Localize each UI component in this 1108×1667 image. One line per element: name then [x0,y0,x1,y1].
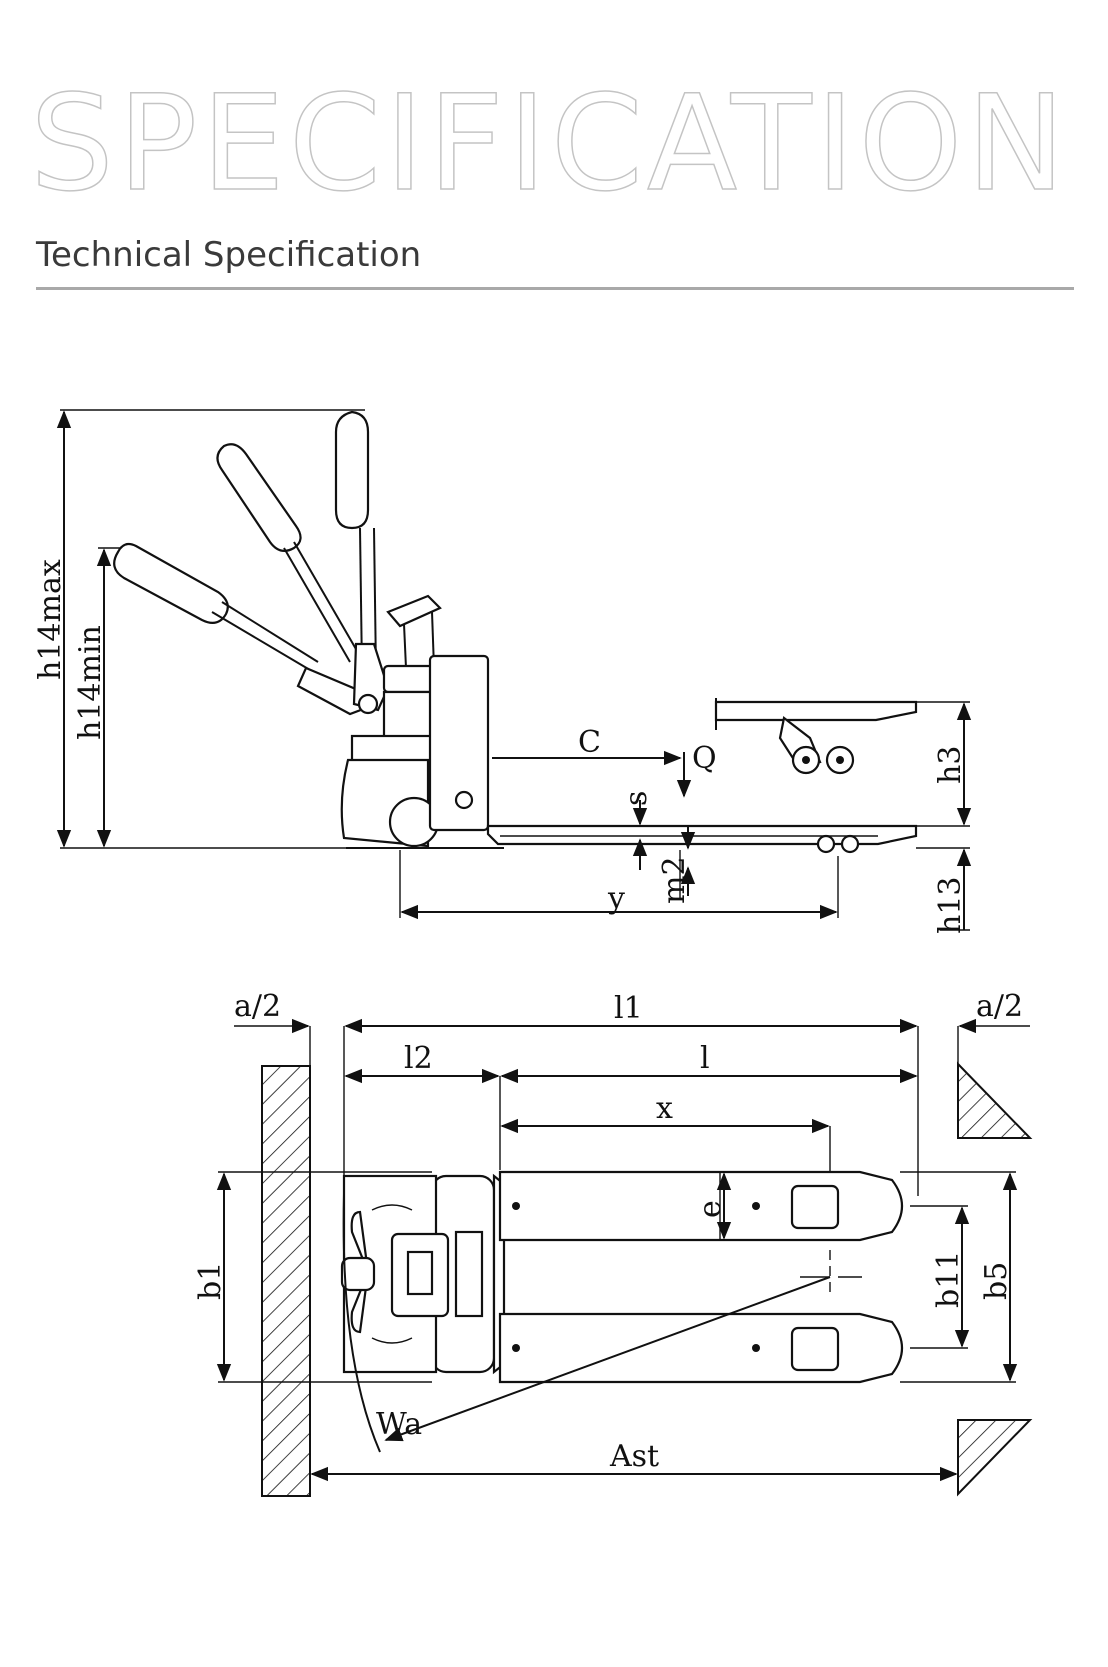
label-h3: h3 [933,746,968,784]
label-b1: b1 [193,1262,228,1300]
label-l2: l2 [404,1041,433,1076]
label-wa: Wa [376,1407,422,1442]
wall-left [261,1065,311,1497]
label-h14min: h14min [73,625,108,740]
label-a2-right: a/2 [976,989,1023,1024]
label-b11: b11 [931,1251,966,1308]
wall-right-top [957,1061,1033,1139]
label-h13: h13 [933,877,968,935]
tiller-handles [113,410,390,716]
label-a2-left: a/2 [234,989,281,1024]
top-view: a/2 l1 a/2 l2 l x [193,989,1033,1497]
label-ast: Ast [609,1439,659,1474]
label-e: e [693,1200,728,1218]
truck-top-body [340,1173,506,1375]
label-h14max: h14max [33,559,68,680]
label-m2: m2 [657,856,692,904]
header-divider [36,287,1074,290]
label-x: x [656,1091,673,1126]
side-view: h14max h14min [33,409,972,935]
label-c: C [578,725,601,760]
page-title: SPECIFICATION [29,67,1070,221]
forks-top [498,1170,904,1384]
section-subtitle: Technical Specification [36,235,422,275]
label-l1: l1 [614,991,643,1026]
label-s: s [619,791,654,806]
label-y: y [607,881,625,916]
wall-right-bottom [957,1419,1033,1497]
label-q: Q [692,741,717,776]
label-b5: b5 [979,1262,1014,1300]
label-l: l [700,1041,710,1076]
